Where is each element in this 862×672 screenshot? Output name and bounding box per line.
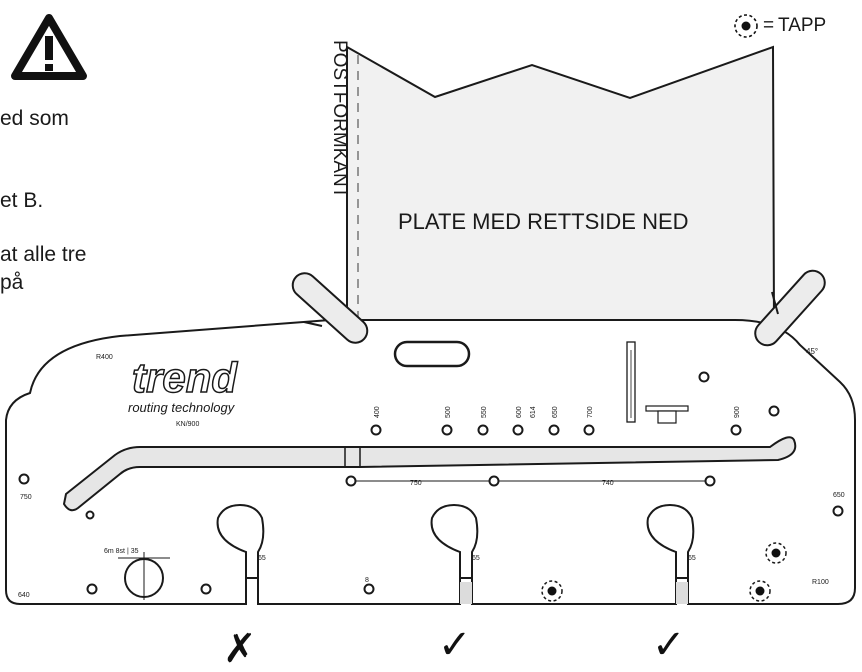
hole (370, 424, 382, 436)
handle-slot (393, 340, 471, 368)
slot-1-label: 65 (258, 555, 266, 562)
hole-labels: 400 500 550 600 614 650 700 900 (374, 406, 741, 418)
angle-label: 45° (806, 347, 818, 356)
slot-2-shade (460, 582, 472, 604)
dimension-right: 740 (602, 480, 614, 487)
hole-label: 700 (587, 406, 594, 418)
dimension-left: 750 (410, 480, 422, 487)
clamp-knob-right (754, 269, 826, 347)
hole (363, 583, 375, 595)
radius-label-top: R400 (96, 354, 113, 361)
hole (86, 583, 98, 595)
hole-label: 900 (734, 406, 741, 418)
bottom-label-left: 640 (18, 592, 30, 599)
hole (512, 424, 524, 436)
tapp-legend-equals: = (763, 15, 775, 36)
keyhole-slot-1 (216, 503, 265, 579)
slot-2-label: 65 (472, 555, 480, 562)
hole (583, 424, 595, 436)
slot-3-label: 65 (688, 555, 696, 562)
panel-board (346, 45, 776, 327)
keyhole-slot-2 (430, 503, 479, 579)
cutter-label: 6m 8st | 35 (104, 548, 139, 555)
instruction-line-4: på (0, 271, 24, 294)
side-label-left: 750 (20, 494, 32, 501)
instruction-line-1: ed som (0, 107, 69, 130)
hole (768, 405, 780, 417)
hole (704, 475, 716, 487)
routing-slot (62, 436, 797, 512)
tapp-legend-label: TAPP (778, 15, 827, 36)
tapp-pin (749, 580, 771, 602)
model-label: KN/900 (176, 421, 199, 428)
radius-label-bottom: R100 (812, 579, 829, 586)
brand-logo: trend (132, 354, 238, 401)
tapp-pin-icon (734, 14, 758, 38)
tapp-pin (765, 542, 787, 564)
hole (85, 510, 95, 520)
hole-label: 600 (516, 406, 523, 418)
instruction-line-3: at alle tre (0, 243, 87, 266)
hole (548, 424, 560, 436)
tapp-pin (541, 580, 563, 602)
hole (698, 371, 710, 383)
side-label-right: 650 (833, 492, 845, 499)
hole (18, 473, 30, 485)
hole-label: 400 (374, 406, 381, 418)
hole-label: 650 (552, 406, 559, 418)
instruction-line-2: et B. (0, 189, 44, 212)
hole-label: 614 (530, 406, 537, 418)
hole-label: 550 (481, 406, 488, 418)
cutter-profile (645, 405, 689, 412)
verdict-slot-3: ✓ (652, 622, 686, 668)
verdict-slot-1: ✗ (223, 626, 257, 672)
postform-edge-label: POSTFORMKANT (329, 40, 350, 199)
hole (730, 424, 742, 436)
bottom-mid-label: 8 (365, 577, 369, 584)
hole (441, 424, 453, 436)
hole-label: 500 (445, 406, 452, 418)
slot-3-shade (676, 582, 688, 604)
keyhole-slot-3 (646, 503, 695, 579)
panel-label: PLATE MED RETTSIDE NED (398, 209, 689, 234)
verdict-slot-2: ✓ (438, 622, 472, 668)
hole (345, 475, 357, 487)
warning-icon (11, 14, 87, 80)
hole (200, 583, 212, 595)
hole (477, 424, 489, 436)
tapp-pins (541, 542, 787, 602)
hole (832, 505, 844, 517)
brand-tagline: routing technology (128, 400, 236, 415)
clamp-knob-left (291, 272, 369, 344)
hole (488, 475, 500, 487)
